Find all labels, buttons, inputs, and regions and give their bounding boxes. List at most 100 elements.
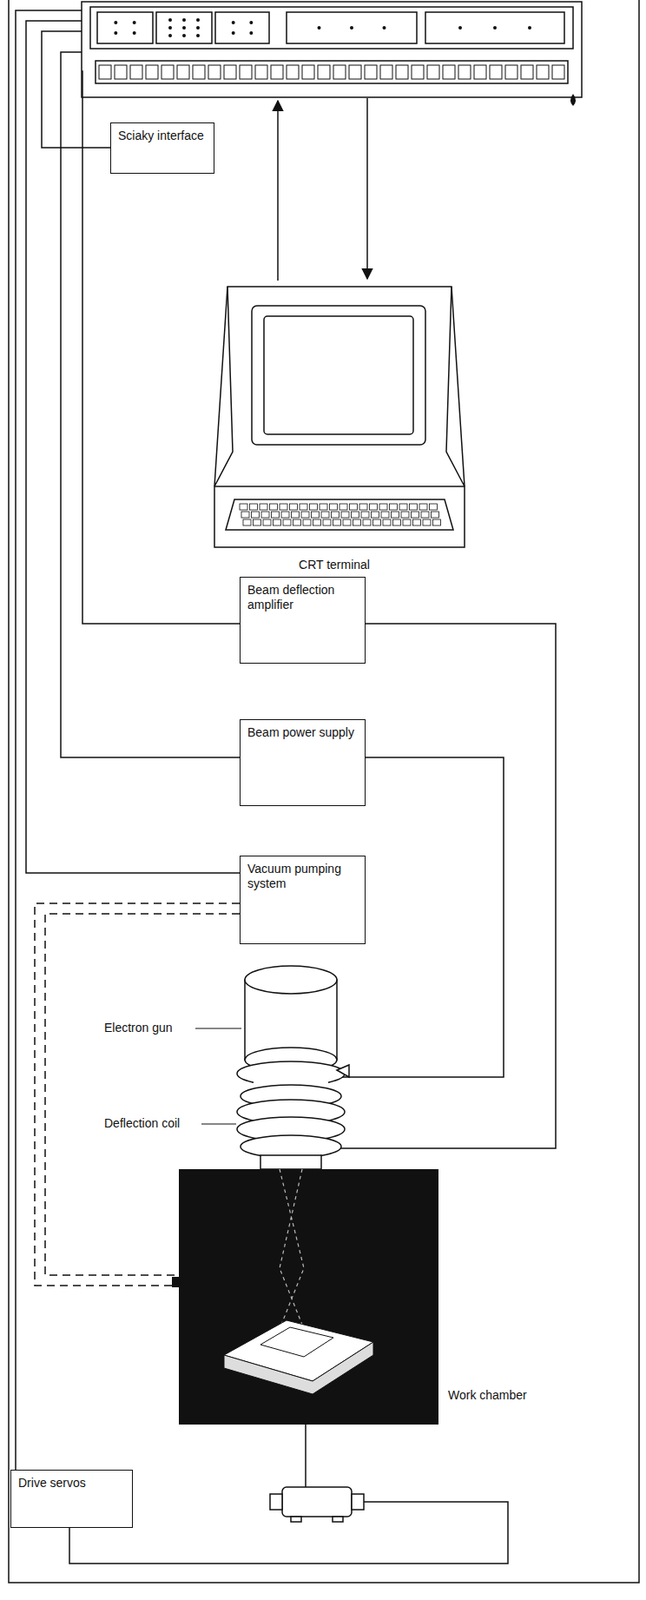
computer-console-part-part bbox=[505, 65, 518, 80]
computer-console bbox=[81, 1, 582, 98]
crt-terminal-part-part bbox=[391, 511, 400, 518]
control-wire bbox=[15, 10, 556, 1470]
computer-console-part-part bbox=[98, 65, 112, 80]
crt-terminal-part-part bbox=[293, 519, 302, 526]
computer-console-part-part bbox=[380, 65, 393, 80]
electron-gun-part bbox=[260, 1154, 322, 1169]
data-arrows-part bbox=[276, 100, 279, 281]
computer-console-part-part bbox=[349, 65, 362, 80]
computer-console-part-part bbox=[442, 65, 455, 80]
work-chamber-part bbox=[171, 1276, 181, 1287]
computer-console-part-part bbox=[132, 20, 137, 25]
computer-console-part-part bbox=[130, 65, 143, 80]
crt-terminal-part-part bbox=[381, 511, 389, 518]
crt-terminal-part-part bbox=[429, 503, 438, 510]
leader-line-part bbox=[201, 1122, 237, 1124]
computer-console-part-part bbox=[270, 65, 284, 80]
crt-terminal-part-part bbox=[309, 503, 318, 510]
computer-console-part-part bbox=[458, 26, 462, 30]
component-box: Beam deflection amplifier bbox=[239, 576, 366, 664]
computer-console-part-part bbox=[231, 31, 236, 35]
computer-console-part bbox=[97, 12, 153, 44]
crt-terminal-part-part bbox=[393, 519, 402, 526]
work-chamber bbox=[171, 1168, 439, 1424]
crt-terminal-part-part bbox=[359, 503, 368, 510]
computer-console-part-part bbox=[113, 20, 118, 25]
computer-console-part-part bbox=[520, 65, 534, 80]
component-box: Sciaky interface bbox=[110, 122, 215, 174]
computer-console-part-part bbox=[349, 26, 354, 30]
electron-gun-part bbox=[240, 1134, 342, 1158]
crt-terminal-part-part bbox=[353, 519, 362, 526]
crt-terminal-part bbox=[225, 499, 454, 530]
crt-terminal-part bbox=[251, 305, 426, 445]
servo-motor-part bbox=[351, 1493, 364, 1510]
computer-console-part bbox=[286, 12, 417, 44]
computer-console-part-part bbox=[224, 65, 237, 80]
crt-terminal-part-part bbox=[299, 503, 308, 510]
crt-terminal-part-part bbox=[271, 511, 280, 518]
crt-terminal-part-part bbox=[351, 511, 360, 518]
crt-terminal-part-part bbox=[273, 519, 282, 526]
computer-console-part-part bbox=[132, 31, 137, 35]
computer-console-part-part bbox=[161, 65, 174, 80]
leader-line-part bbox=[195, 1027, 242, 1029]
part-label: Deflection coil bbox=[102, 1115, 182, 1131]
crt-terminal-part-part bbox=[422, 519, 431, 526]
box-label: Drive servos bbox=[18, 1475, 126, 1490]
box-label: Sciaky interface bbox=[118, 128, 207, 144]
crt-terminal-part-part bbox=[379, 503, 388, 510]
crt-terminal-part-part bbox=[329, 503, 338, 510]
computer-console-part-part bbox=[427, 65, 440, 80]
crt-terminal-part-part bbox=[341, 511, 350, 518]
crt-terminal-part-part bbox=[239, 503, 248, 510]
crt-terminal-part-part bbox=[399, 503, 408, 510]
crt-terminal-part-part bbox=[290, 503, 298, 510]
crt-terminal-part-part bbox=[369, 503, 378, 510]
servo-motor-part bbox=[69, 1501, 508, 1563]
control-wire-part bbox=[60, 52, 240, 758]
work-chamber-part bbox=[260, 1326, 334, 1357]
crt-terminal-part bbox=[214, 286, 465, 487]
crt-terminal-part-part bbox=[419, 503, 428, 510]
computer-console-part bbox=[425, 12, 565, 44]
electron-gun bbox=[237, 965, 350, 1169]
crt-terminal-part-part bbox=[263, 519, 271, 526]
crt-terminal-part-part bbox=[251, 511, 260, 518]
crt-terminal-part-part bbox=[323, 519, 331, 526]
work-chamber-part bbox=[178, 1168, 439, 1424]
servo-motor-part bbox=[304, 1423, 307, 1487]
computer-console-part-part bbox=[196, 26, 200, 30]
part-label: Electron gun bbox=[102, 1020, 175, 1035]
computer-console-part-part bbox=[208, 65, 221, 80]
computer-console-part-part bbox=[182, 33, 186, 38]
scan-mark bbox=[570, 93, 576, 106]
crt-terminal-part-part bbox=[241, 511, 250, 518]
computer-console-part-part bbox=[168, 18, 172, 22]
work-chamber-part bbox=[279, 1168, 304, 1329]
part-label: Work chamber bbox=[446, 1387, 529, 1403]
crt-terminal-part bbox=[214, 286, 465, 548]
computer-console-part-part bbox=[192, 65, 205, 80]
crt-terminal-part-part bbox=[283, 519, 291, 526]
servo-motor-part bbox=[270, 1493, 283, 1510]
electron-gun-part bbox=[336, 1064, 350, 1077]
crt-terminal-part-part bbox=[373, 519, 382, 526]
computer-console-part-part bbox=[168, 26, 172, 30]
control-wire-part bbox=[26, 20, 240, 873]
computer-console-part bbox=[95, 60, 568, 84]
crt-terminal-part-part bbox=[401, 511, 409, 518]
crt-terminal-part-part bbox=[321, 511, 330, 518]
computer-console-part-part bbox=[536, 65, 549, 80]
computer-console-part-part bbox=[196, 33, 200, 38]
servo-motor-part bbox=[290, 1516, 302, 1522]
crt-terminal-part-part bbox=[291, 511, 300, 518]
computer-console-part-part bbox=[317, 26, 322, 30]
computer-console-part-part bbox=[286, 65, 299, 80]
computer-console-part bbox=[81, 1, 582, 98]
crt-terminal-part-part bbox=[301, 511, 310, 518]
servo-motor bbox=[69, 1423, 508, 1563]
crt-terminal-part-part bbox=[413, 519, 422, 526]
computer-console-part-part bbox=[411, 65, 424, 80]
